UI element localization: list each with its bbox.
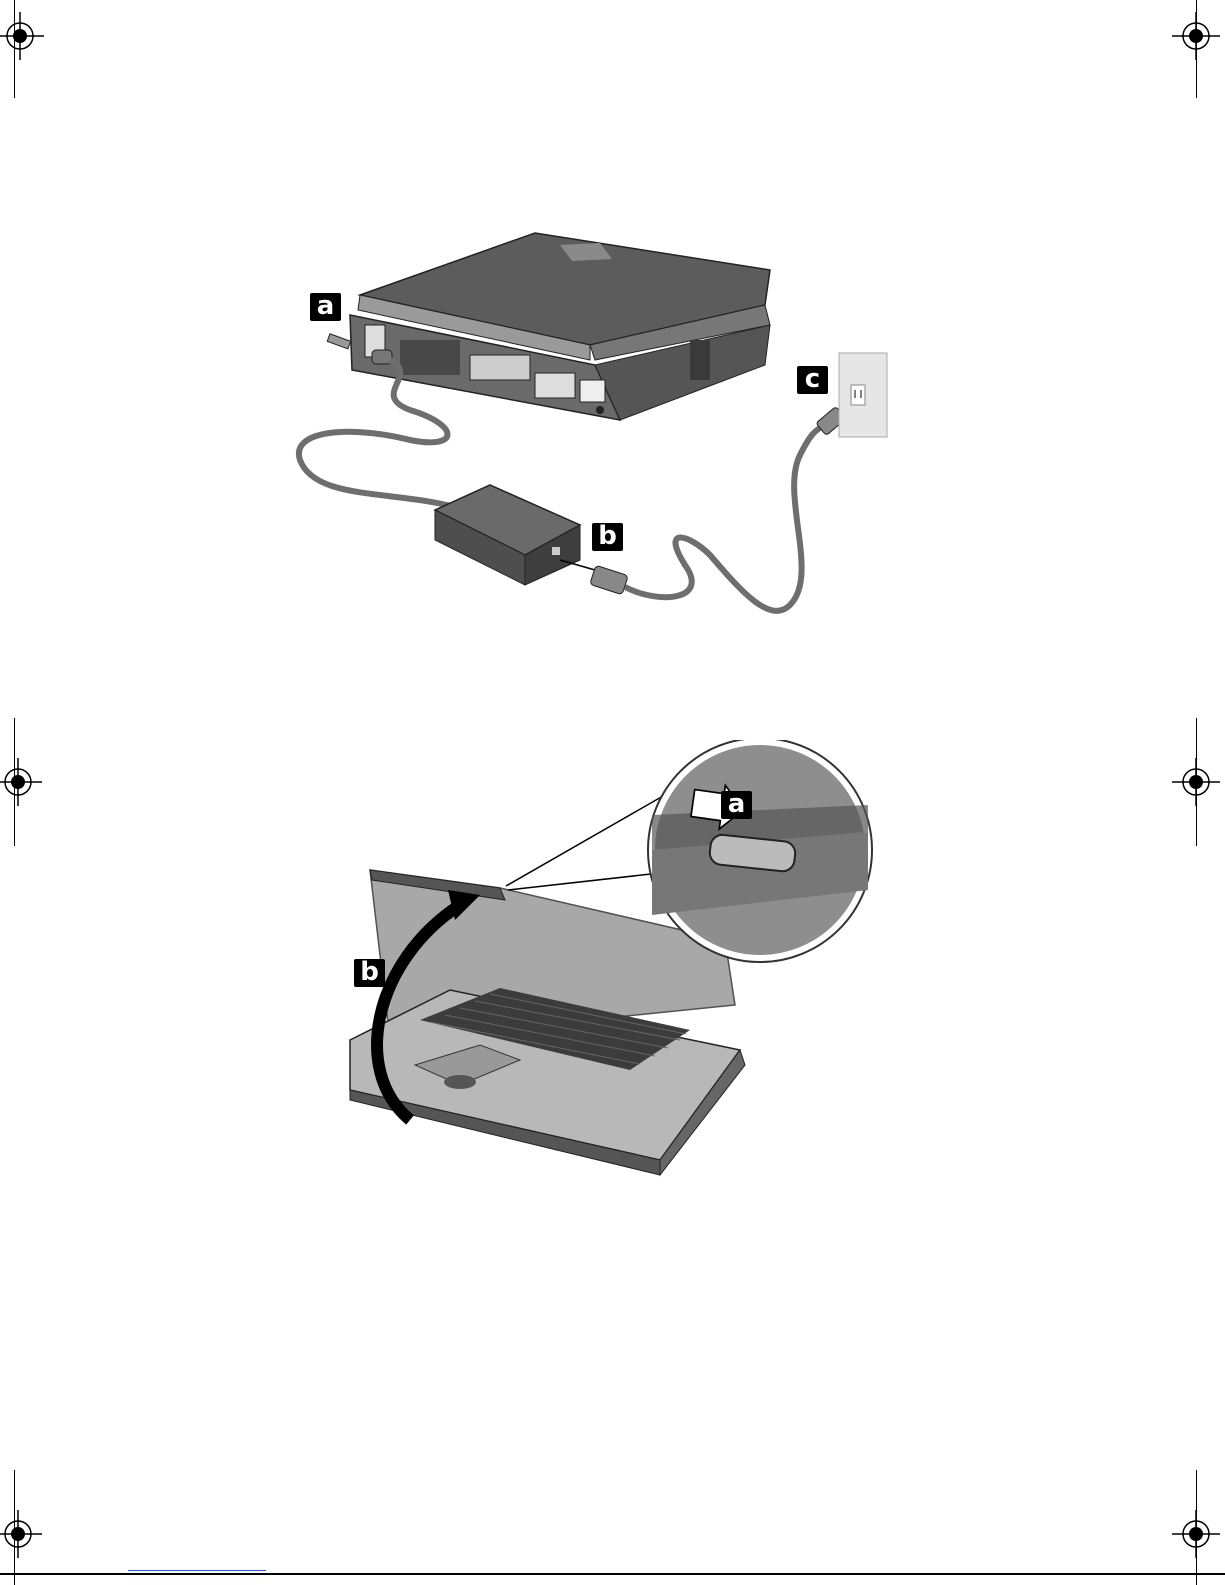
footer-link-rule <box>128 1570 266 1571</box>
callout-badge-a-figure1: a <box>310 293 341 321</box>
callout-badge-b-figure2: b <box>354 959 385 987</box>
registration-mark-bottom-left-icon <box>0 1510 42 1558</box>
crop-line-left-top <box>14 0 15 98</box>
registration-mark-mid-left-icon <box>0 758 42 806</box>
laptop-closed-illustration <box>350 233 770 420</box>
figure-connect-ac-adapter <box>290 225 910 625</box>
wall-outlet-illustration <box>839 353 887 437</box>
ac-cable-illustration <box>590 407 846 611</box>
callout-badge-a-figure2: a <box>721 791 752 819</box>
figure-open-display <box>330 740 875 1180</box>
crop-line-left-mid <box>14 718 15 846</box>
crop-line-right-bottom <box>1196 1470 1197 1585</box>
crop-line-left-bottom <box>14 1470 15 1585</box>
crop-line-right-top <box>1196 0 1197 98</box>
crop-line-right-mid <box>1196 718 1197 846</box>
ac-adapter-illustration <box>435 485 595 585</box>
callout-badge-b-figure1: b <box>592 523 623 551</box>
latch-zoom-inset <box>648 740 872 962</box>
callout-badge-c-figure1: c <box>797 366 828 394</box>
registration-mark-top-left-icon <box>0 12 44 60</box>
bottom-rule <box>0 1573 1225 1575</box>
